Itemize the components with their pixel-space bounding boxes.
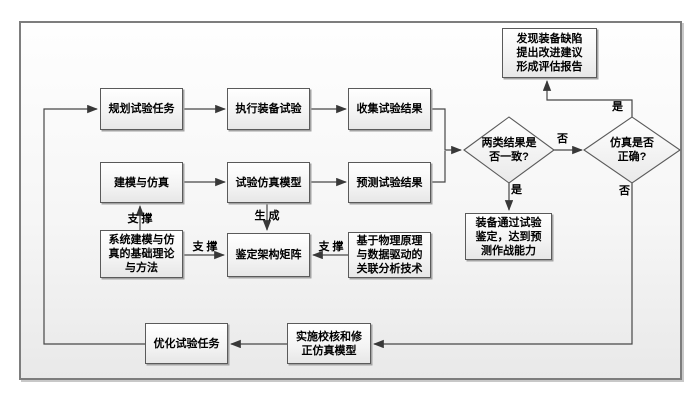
box-defect-report: 发现装备缺陷 提出改进建议 形成评估报告 xyxy=(502,28,597,78)
edge-label-no-consistent: 否 xyxy=(557,133,568,145)
box-system-modeling-theory: 系统建模与仿 真的基础理论 与方法 xyxy=(100,230,183,278)
box-appraisal-architecture-matrix: 鉴定架构矩阵 xyxy=(227,233,310,277)
arrow-optimize-loop-to-plan xyxy=(43,104,145,345)
arrow-merge-to-consistent xyxy=(431,108,462,155)
box-equipment-passes-appraisal: 装备通过试验 鉴定，达到预 测作战能力 xyxy=(465,213,552,260)
box-optimize-test-tasks: 优化试验任务 xyxy=(145,323,228,364)
edge-label-no-correct: 否 xyxy=(619,185,630,197)
edge-label-generate: 生 成 xyxy=(254,210,280,222)
decision-consistent-diamond xyxy=(463,116,555,184)
decision-correct-label: 仿真是否 正确? xyxy=(610,137,654,163)
box-collect-test-results: 收集试验结果 xyxy=(348,88,431,130)
edge-label-support-theory-matrix: 支 撑 xyxy=(192,241,218,253)
edge-label-yes-correct: 是 xyxy=(612,101,623,113)
line-predict-merge xyxy=(431,151,446,183)
arrow-correct-no-to-verify xyxy=(373,183,633,349)
box-modeling-simulation: 建模与仿真 xyxy=(100,162,183,203)
box-test-simulation-model: 试验仿真模型 xyxy=(227,162,310,203)
decision-consistent-label: 两类结果是 否一致? xyxy=(481,137,537,163)
decision-correct-diamond xyxy=(583,116,681,184)
box-verify-correct-sim-model: 实施校核和修 正仿真模型 xyxy=(287,323,371,364)
box-execute-equipment-test: 执行装备试验 xyxy=(227,88,310,130)
edge-label-support-theory-modeling: 支 撑 xyxy=(127,213,153,225)
edge-label-support-analysis-matrix: 支 撑 xyxy=(318,241,344,253)
box-correlation-analysis-tech: 基于物理原理 与数据驱动的 关联分析技术 xyxy=(348,232,431,278)
edge-label-yes-consistent: 是 xyxy=(511,184,522,196)
box-predict-test-results: 预测试验结果 xyxy=(348,162,431,203)
arrow-correct-yes-to-report xyxy=(542,80,633,117)
box-plan-test-tasks: 规划试验任务 xyxy=(100,88,183,130)
